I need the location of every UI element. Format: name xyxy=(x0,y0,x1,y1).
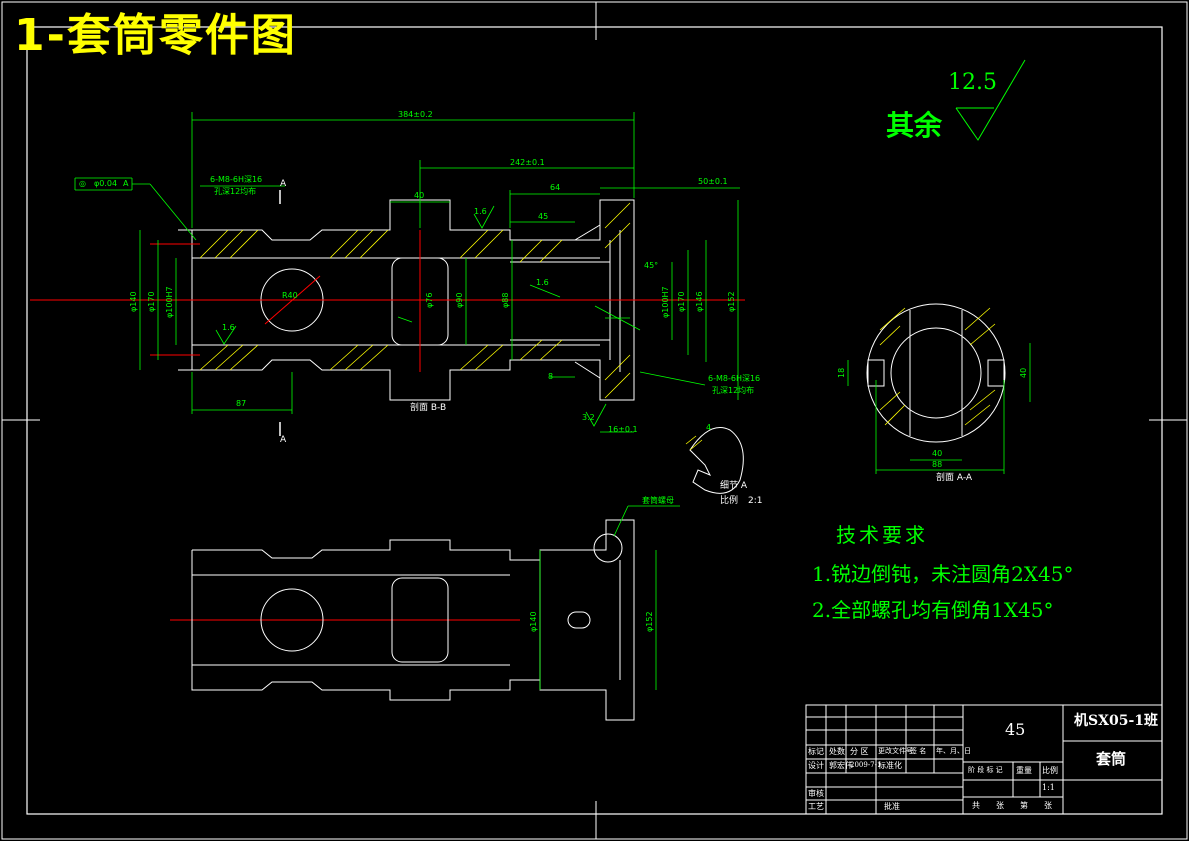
section-aa-view xyxy=(866,303,1006,443)
dia-right-146: φ146 xyxy=(695,291,704,312)
section-aa-label: 剖面 A-A xyxy=(936,473,973,483)
detail-a-view xyxy=(689,427,744,494)
tb-approve: 批准 xyxy=(884,802,900,811)
section-bb-label: 剖面 B-B xyxy=(410,403,447,413)
tolerance-value: φ0.04 xyxy=(94,179,118,188)
dim-50: 50±0.1 xyxy=(698,177,728,186)
dim-r40: R40 xyxy=(282,291,298,300)
tb-scale-value: 1:1 xyxy=(1042,783,1055,792)
bottom-view xyxy=(191,519,635,721)
ra-1-6-mid: 1.6 xyxy=(536,278,549,287)
tb-design-date: 2009-7-1 xyxy=(850,761,882,769)
detail-a-title: 细节 A xyxy=(720,481,748,491)
hatch-main xyxy=(199,202,631,399)
detail-a-dim: 4 xyxy=(706,423,712,432)
section-aa-18: 18 xyxy=(837,367,846,378)
section-aa-40v: 40 xyxy=(1019,367,1028,378)
dim-40: 40 xyxy=(414,191,425,200)
tech-req-item-1: 1.锐边倒钝，未注圆角2X45° xyxy=(812,562,1074,586)
roughness-other-label: 其余 xyxy=(886,109,943,142)
section-aa-dims xyxy=(847,343,1031,474)
dia-left-140: φ140 xyxy=(129,291,138,312)
dia-left-170: φ170 xyxy=(147,291,156,312)
detail-a-scale-label: 比例 xyxy=(720,496,739,506)
section-aa-88: 88 xyxy=(932,460,943,469)
tb-design-label: 设计 xyxy=(808,761,824,770)
dim-8: 8 xyxy=(548,372,554,381)
mid-label-76: φ76 xyxy=(425,292,434,308)
tb-review: 审核 xyxy=(808,789,824,798)
tb-process: 工艺 xyxy=(808,802,824,811)
dim-3-2: 3.2 xyxy=(582,413,595,422)
tech-req-title: 技术要求 xyxy=(836,523,928,547)
bottom-leader-note: 套筒螺母 xyxy=(642,496,674,505)
tb-stage-header: 阶 段 标 记 xyxy=(968,766,1003,774)
section-mark-a-top: A xyxy=(280,179,287,189)
mid-label-90: φ90 xyxy=(455,292,464,308)
hole-note-bottom-2: 孔深12均布 xyxy=(712,386,755,395)
dims-main xyxy=(74,112,740,433)
bottom-view-dims xyxy=(539,505,680,690)
section-aa-hatch xyxy=(879,307,996,426)
roughness-marks-main xyxy=(215,205,607,427)
tb-h-zone: 分 区 xyxy=(850,747,869,756)
dim-242: 242±0.1 xyxy=(510,158,545,167)
ra-1-6-top: 1.6 xyxy=(474,207,487,216)
title-block xyxy=(805,704,1163,815)
hole-note-top-1: 6-M8-6H深16 xyxy=(210,175,263,184)
tb-h-sign: 签 名 xyxy=(910,747,927,755)
detail-a-scale: 2:1 xyxy=(748,496,763,506)
tb-sheets-no-2: 张 xyxy=(1044,801,1052,810)
tb-h-count: 处数 xyxy=(829,747,845,756)
dim-angle: 45° xyxy=(644,261,659,270)
dim-16: 16±0.1 xyxy=(608,425,638,434)
hole-note-top-2: 孔深12均布 xyxy=(214,187,257,196)
dim-45: 45 xyxy=(538,212,549,221)
tb-h-date: 年、月、日 xyxy=(936,747,971,755)
dia-right-170: φ170 xyxy=(677,291,686,312)
tb-standardize: 标准化 xyxy=(878,761,902,770)
title-block-part-name: 套筒 xyxy=(1096,750,1127,768)
dim-overall: 384±0.2 xyxy=(398,110,433,119)
tb-h-mark: 标记 xyxy=(808,747,824,756)
section-mark-a-bottom: A xyxy=(280,435,287,445)
sheet-title: 1-套筒零件图 xyxy=(14,10,297,61)
title-block-class-code: 机SX05-1班 xyxy=(1074,713,1159,729)
detail-a-hatch xyxy=(685,435,703,451)
dia-right-100h7: φ100H7 xyxy=(661,286,670,318)
roughness-value: 12.5 xyxy=(948,70,997,95)
bottom-dia-left: φ140 xyxy=(529,611,538,632)
dia-left-100h7: φ100H7 xyxy=(165,286,174,318)
tb-weight-header: 重量 xyxy=(1016,766,1032,775)
tb-scale-header: 比例 xyxy=(1042,766,1058,775)
dim-87: 87 xyxy=(236,399,247,408)
tb-design-name: 郭宏伟 xyxy=(829,761,853,770)
tech-req-item-2: 2.全部螺孔均有倒角1X45° xyxy=(812,598,1054,622)
title-block-material: 45 xyxy=(1005,720,1026,739)
dim-64: 64 xyxy=(550,183,561,192)
tb-sheets-total-2: 张 xyxy=(996,801,1004,810)
bottom-dia-right: φ152 xyxy=(645,611,654,632)
mid-label-88: φ88 xyxy=(501,292,510,308)
roughness-symbol xyxy=(955,59,1026,141)
tb-sheets-total-1: 共 xyxy=(972,801,980,810)
center-lines xyxy=(30,230,745,621)
tolerance-symbol: ◎ xyxy=(79,179,86,188)
hole-note-bottom-1: 6-M8-6H深16 xyxy=(708,374,761,383)
dia-right-152: φ152 xyxy=(727,291,736,312)
ra-1-6-left: 1.6 xyxy=(222,323,235,332)
tb-h-doc: 更改文件号 xyxy=(878,747,913,755)
section-aa-40: 40 xyxy=(932,449,943,458)
tb-sheets-no-1: 第 xyxy=(1020,801,1028,810)
tolerance-datum: A xyxy=(123,179,129,188)
